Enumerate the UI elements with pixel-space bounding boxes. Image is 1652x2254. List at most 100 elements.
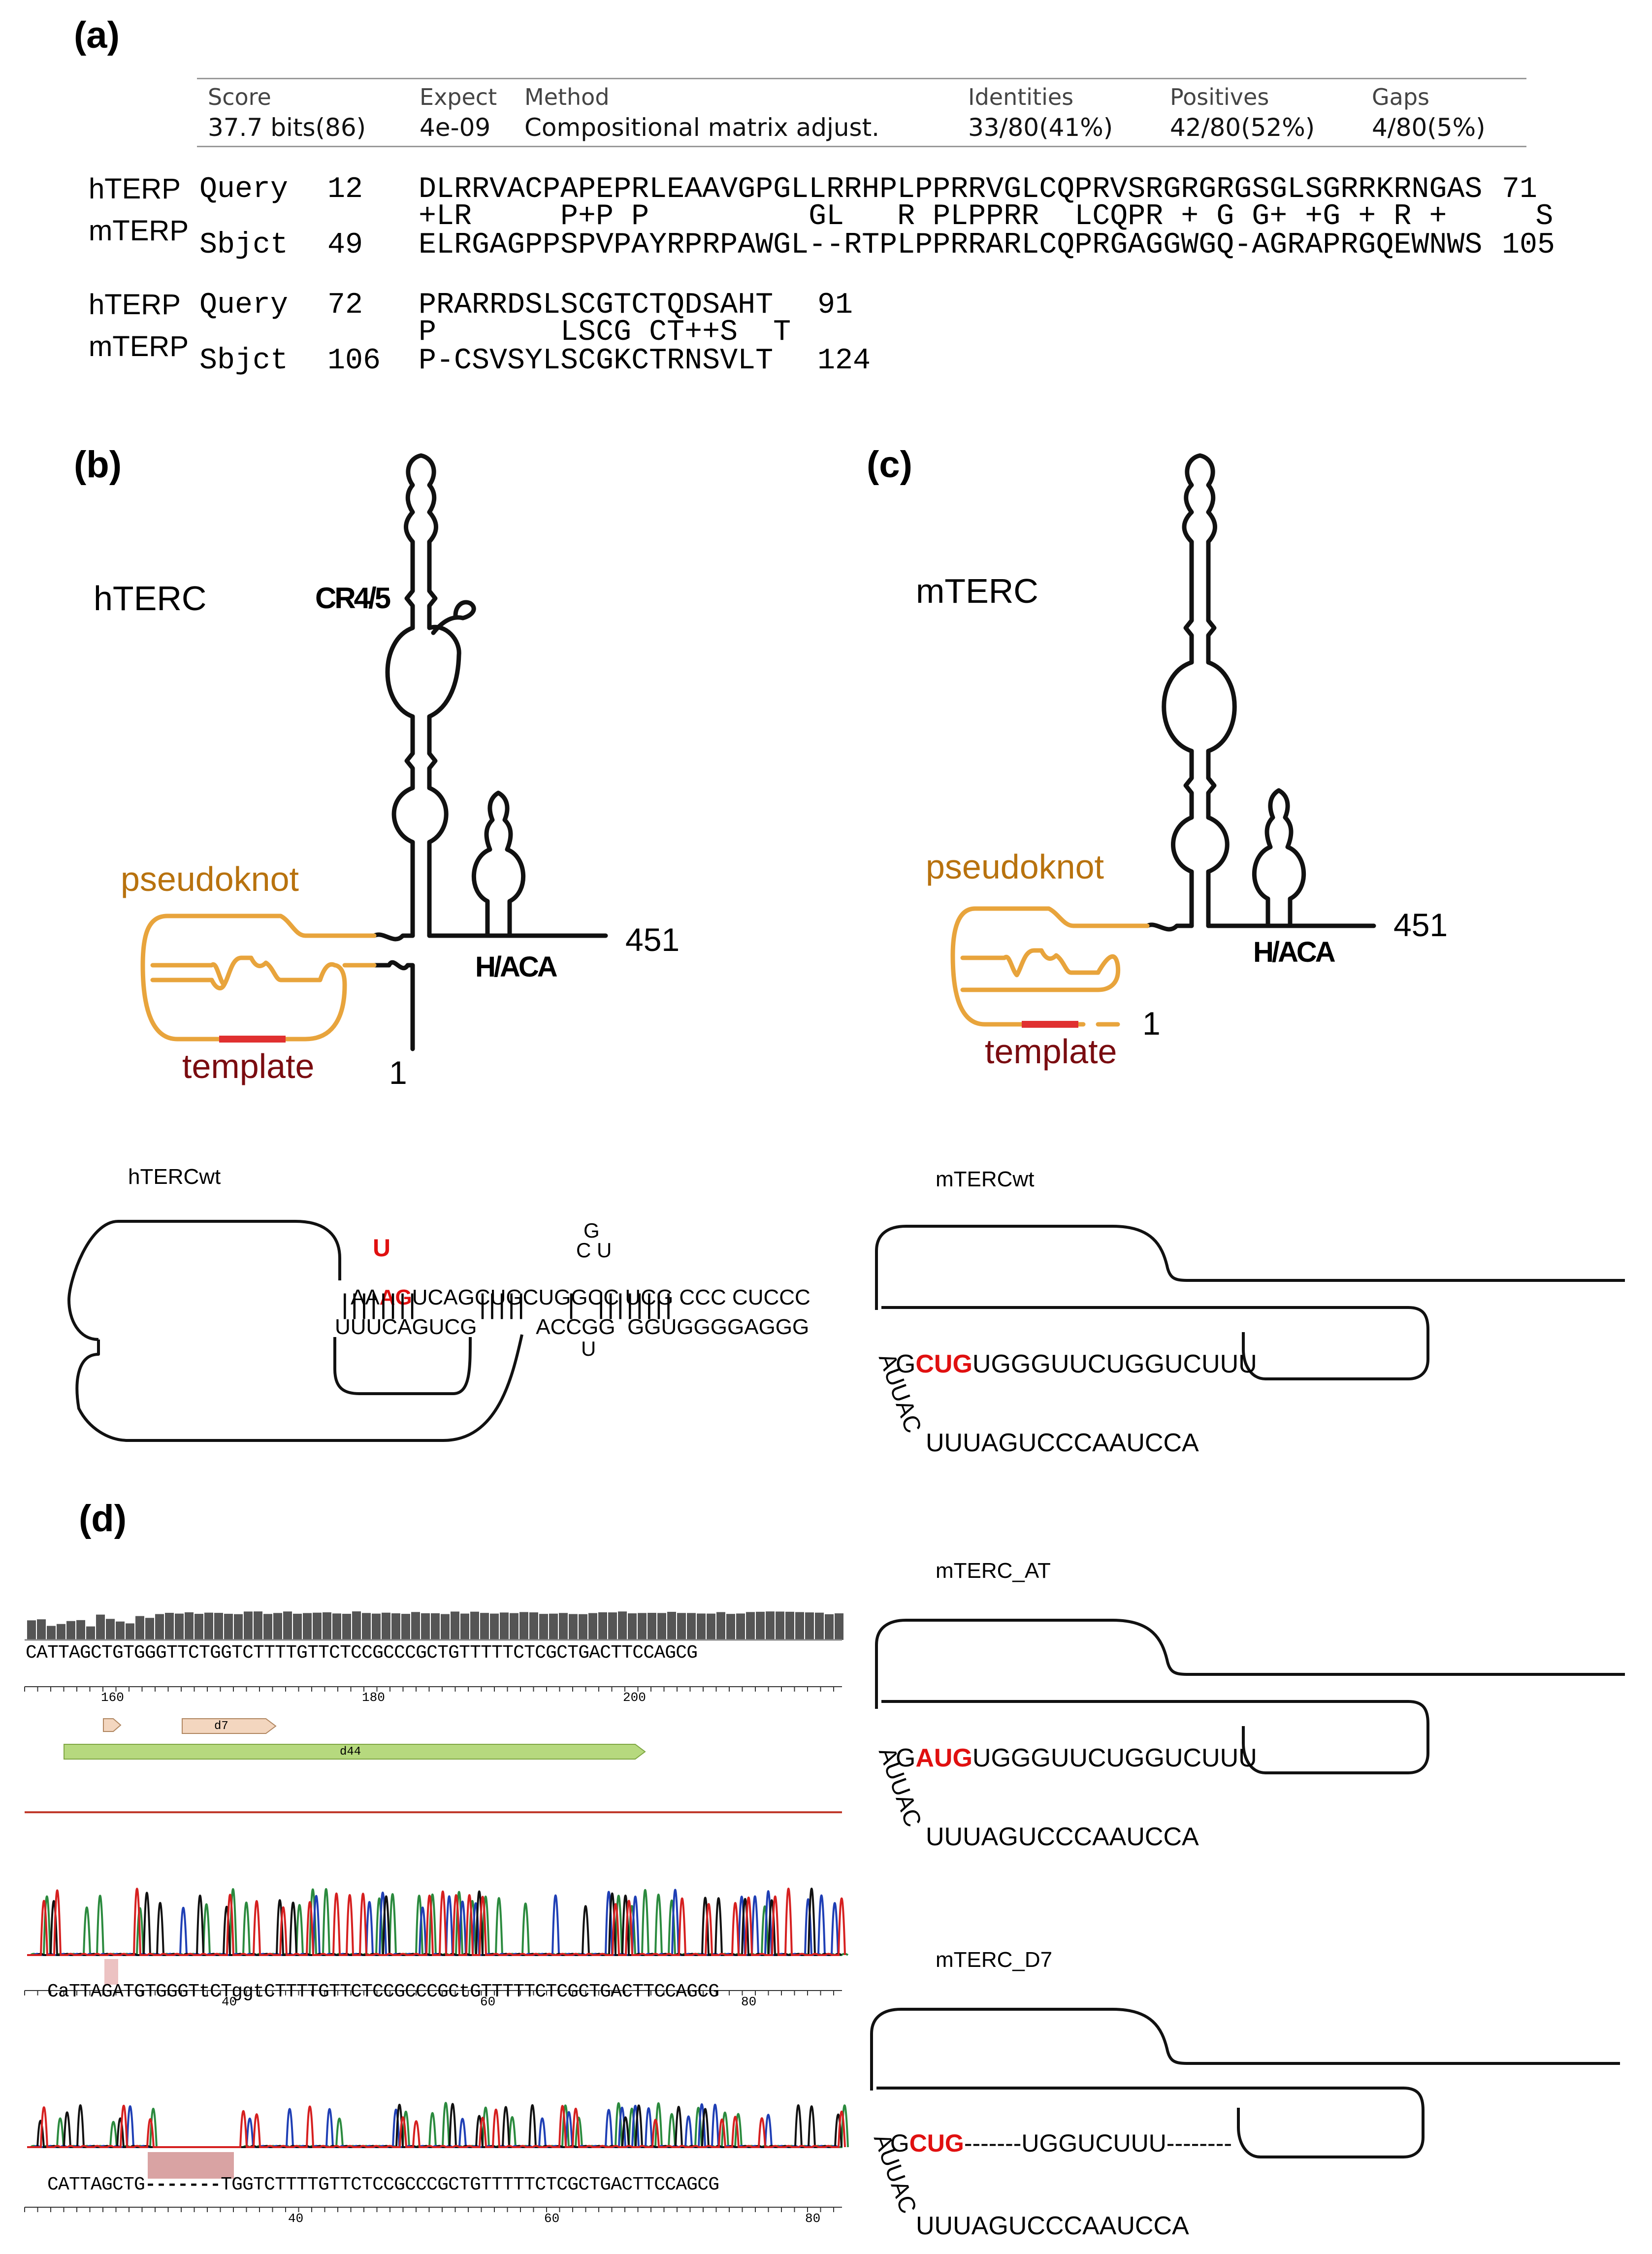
mterc-d7-tail: UUUAGUCCCAAUCCA [916,2212,1189,2240]
quality-bar [628,1613,637,1640]
quality-bar [185,1612,194,1640]
reference-sequence: CATTAGCTGTGGGTTCTGGTCTTTTGTTCTCCGCCCGCTG… [26,1642,698,1664]
hterc-junction [372,932,415,942]
trace2-tick-40: 40 [288,2211,304,2226]
positives-value: 42/80(52%) [1170,113,1315,142]
trace1-tick-80: 80 [741,1994,757,2009]
query-start: 12 [327,173,363,206]
cr45-label: CR4/5 [315,582,391,615]
sbjct-end: 105 [1502,229,1555,262]
quality-bar [106,1619,115,1640]
mterc-at-strand: GAUGUGGGUUCUGGUCUUU [881,1714,1257,1773]
hterc-template-label: template [182,1047,315,1085]
panel-a-label: (a) [74,14,120,56]
quality-bar [470,1611,479,1640]
mtercwt-upper-box [875,1225,1625,1310]
mtercwt-tail: UUUAGUCCCAAUCCA [926,1429,1199,1457]
mterc-d7-strand: GCUG-------UGGUCUUU-------- [876,2100,1232,2157]
quality-bar [303,1613,312,1640]
reference-ruler [24,1686,842,1692]
quality-bar [805,1612,814,1640]
query-end: 91 [817,289,853,322]
ref-tick-180: 180 [362,1690,385,1705]
quality-bar [549,1613,558,1640]
quality-bar [716,1612,725,1640]
quality-bar [421,1613,430,1640]
mtercwt-red: CUG [915,1350,972,1378]
htercwt-bulge-u: U [581,1337,596,1360]
hterc-pseudoknot-loop [140,914,377,1042]
quality-bar [510,1613,518,1640]
quality-bar [165,1613,174,1640]
quality-bar [736,1613,745,1640]
quality-bar [96,1614,105,1640]
mterc-d7-upper-box [870,2008,1620,2091]
htercwt-mutation-u: U [373,1234,391,1262]
quality-bar [776,1611,784,1640]
ref-tick-160: 160 [101,1690,124,1705]
mterc-1-label: 1 [1142,1005,1161,1042]
mterc-stem [1162,453,1237,928]
quality-bar [460,1613,469,1640]
mterc-at-tail: UUUAGUCCCAAUCCA [926,1823,1199,1851]
positives-header: Positives [1170,84,1269,110]
trace2-seq-post: TGGTCTTTTGTTCTCCGCCCGCTGTTTTTCTCGCTGACTT… [221,2174,719,2195]
trace-peaks [27,1888,846,1956]
trace1-waveforms [27,1888,849,1956]
mterc-haca-label: H/ACA [1253,936,1336,968]
quality-bar [451,1611,459,1640]
trace2-ruler [24,2207,842,2212]
trace2-tick-60: 60 [544,2211,560,2226]
method-value: Compositional matrix adjust. [524,113,880,142]
quality-histogram [27,1611,843,1640]
quality-bar [618,1611,627,1640]
expect-header: Expect [420,84,497,110]
quality-bar [283,1611,292,1640]
trace1-sequence: CaTTAGATGTGGGTtCTggtCTTTTGTTCTCCGCCCGCtG… [26,1960,719,2002]
quality-bar [214,1613,223,1640]
trace-peaks [27,2102,849,2148]
expect-value: 4e-09 [420,113,491,142]
htercwt-top-pre: AA [351,1285,380,1309]
htercwt-top-post: UCAGCUGCUGGCC UCG CCC CUCCC [412,1285,810,1309]
gaps-value: 4/80(5%) [1372,113,1486,142]
hterc-1-label: 1 [389,1054,407,1091]
match-line: +LR P+P P GL R PLPPRR LCQPR + G G+ +G + … [419,200,1554,233]
mterc-d7-lower-box [876,2087,1425,2158]
quality-bar [332,1613,341,1640]
species-htrp: hTERP [89,289,181,321]
htercwt-lower-loop [75,1334,523,1442]
quality-bar [224,1613,233,1640]
quality-bar [342,1613,351,1640]
quality-bar [766,1611,775,1640]
mtercwt-title: mTERCwt [936,1167,1035,1191]
htercwt-upper-loop [67,1220,341,1341]
quality-bar [726,1614,735,1640]
identities-header: Identities [968,84,1074,110]
quality-bar [598,1612,607,1640]
quality-bar [372,1613,381,1640]
quality-bar [677,1613,686,1640]
quality-bar [785,1611,794,1640]
quality-bar [313,1612,322,1640]
quality-bar [559,1613,568,1640]
quality-bar [135,1616,144,1640]
identities-value: 33/80(41%) [968,113,1113,142]
mterc-junction [1145,922,1194,932]
mterc-d7-title: mTERC_D7 [936,1948,1053,1972]
trace1-tick-40: 40 [222,1994,237,2009]
quality-bar [145,1618,154,1640]
quality-bar [825,1614,834,1640]
quality-bar [47,1626,56,1640]
feature-d7-label: d7 [214,1720,228,1733]
quality-bar [500,1612,509,1640]
htercwt-loop-g: G [583,1219,600,1242]
query-label: Query [199,173,289,206]
query-sequence: DLRRVACPAPEPRLEAAVGPGLLRRHPLPPRRVGLCQPRV… [419,173,1483,206]
quality-bar [155,1614,164,1640]
quality-bar [76,1620,85,1640]
htercwt-loop-cu: C U [576,1239,612,1262]
query-sequence: PRARRDSLSCGTCTQDSAHT [419,289,774,322]
trace2-seq-pre: CATTAGCTG [47,2174,145,2195]
htercwt-inner-loop [333,1337,472,1395]
